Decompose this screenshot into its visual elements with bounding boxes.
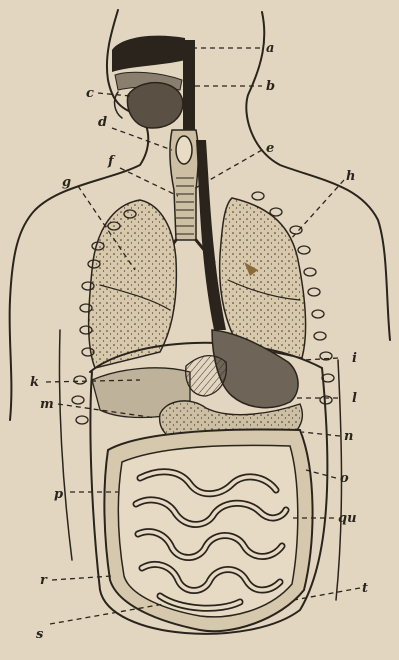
large-intestine [104,430,312,632]
label-g: g [62,175,71,190]
left-lung [89,200,177,368]
label-b: b [266,79,275,94]
label-o: o [340,471,349,486]
label-m: m [40,397,54,412]
label-f: f [107,154,116,169]
label-s: s [36,627,44,642]
label-i: i [352,351,357,366]
label-d: d [98,115,107,130]
label-h: h [346,169,355,184]
label-a: a [266,41,274,56]
label-l: l [352,391,357,406]
label-e: e [266,141,274,156]
label-t: t [362,581,368,596]
label-c: c [86,86,94,101]
label-r: r [40,573,48,588]
label-qu: qu [338,511,357,526]
label-p: p [54,487,63,502]
label-n: n [344,429,353,444]
label-k: k [30,375,39,390]
